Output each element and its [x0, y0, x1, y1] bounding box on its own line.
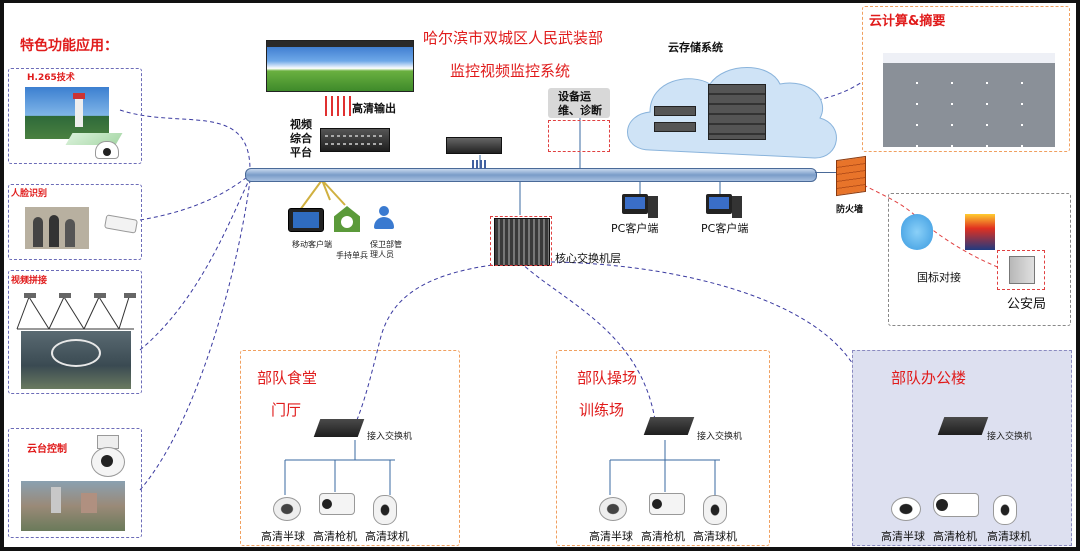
cloud-computing-panel: 云计算&摘要 [862, 6, 1070, 152]
pc-client-2-tower [732, 196, 742, 218]
link-h265 [119, 109, 251, 171]
traffic-snapshot-grid [883, 63, 1055, 147]
storage-unit-2 [654, 122, 696, 132]
maintenance-label: 设备运 维、诊断 [558, 90, 602, 117]
pc-client-2-label: PC客户端 [701, 222, 749, 235]
site1-ptz-camera-icon [373, 495, 397, 525]
link-site2 [519, 261, 656, 421]
hd-output-cables [325, 96, 351, 116]
link-stitch [139, 177, 251, 351]
firewall-icon [836, 155, 866, 197]
security-staff-label: 保卫部管 理人员 [370, 240, 402, 259]
system-title-line1: 哈尔滨市双城区人民武装部 [423, 29, 604, 47]
site3-dome-camera-icon [891, 497, 921, 521]
video-platform-server [320, 128, 390, 152]
gb-interface-label: 国标对接 [917, 271, 961, 284]
mobile-tablet-icon [288, 208, 324, 232]
pc-client-1-tower [648, 196, 658, 218]
police-officers-image [965, 214, 995, 250]
site-playground-title: 部队操场 [577, 369, 638, 387]
site2-ptz-camera-icon [703, 495, 727, 525]
ptz-camera-icon [91, 435, 125, 477]
feature-face-panel: 人脸识别 [8, 184, 142, 260]
police-building-icon [1009, 256, 1035, 284]
core-switch-label: 核心交换机层 [555, 252, 621, 265]
link-ptz [139, 179, 251, 491]
dome-camera-icon [95, 141, 119, 159]
site3-cam-2-label: 高清枪机 [933, 530, 977, 543]
stitched-panorama-image [21, 331, 131, 389]
site-office-panel: 部队办公楼 接入交换机 高清半球 高清枪机 高清球机 [852, 350, 1072, 546]
access-switch-2-label: 接入交换机 [697, 432, 743, 442]
decoder-device [446, 137, 502, 154]
core-switch-frame [490, 216, 552, 266]
access-switch-1-icon [313, 419, 365, 437]
site1-dome-camera-icon [273, 497, 301, 521]
pc-client-1-label: PC客户端 [611, 222, 659, 235]
site-canteen-panel: 部队食堂 门厅 接入交换机 高清半球 高清枪机 高清球机 [240, 350, 460, 546]
firewall-label: 防火墙 [836, 205, 864, 215]
site2-cam-3-label: 高清球机 [693, 530, 737, 543]
site2-bullet-camera-icon [649, 493, 685, 515]
site-office-title: 部队办公楼 [891, 369, 967, 387]
stitch-cameras-diagram [16, 293, 136, 330]
site2-dome-camera-icon [599, 497, 627, 521]
link-face [139, 174, 251, 221]
ptz-city-view-image [21, 481, 125, 531]
site2-cam-1-label: 高清半球 [589, 530, 633, 543]
mobile-client-label: 移动客户端 [292, 240, 332, 249]
cloud-storage-label: 云存储系统 [668, 41, 723, 54]
video-platform-label: 视频 综合 平台 [290, 118, 312, 159]
site1-cam-3-label: 高清球机 [365, 530, 409, 543]
police-station-frame [997, 250, 1045, 290]
site1-bullet-camera-icon [319, 493, 355, 515]
site3-cam-1-label: 高清半球 [881, 530, 925, 543]
pc-client-2-monitor [706, 194, 732, 214]
handheld-label: 手持单兵 [336, 251, 368, 260]
backbone-ports [472, 160, 486, 169]
storage-rack-icon [708, 84, 766, 140]
backbone-to-firewall [815, 172, 837, 173]
maintenance-badge [548, 88, 610, 118]
site1-cam-2-label: 高清枪机 [313, 530, 357, 543]
face-recognition-image [25, 207, 89, 249]
gb-cloud-icon [901, 214, 933, 250]
site-playground-panel: 部队操场 训练场 接入交换机 高清半球 高清枪机 高清球机 [556, 350, 770, 546]
site2-cam-2-label: 高清枪机 [641, 530, 685, 543]
hd-output-label: 高清输出 [352, 102, 396, 115]
link-site1 [354, 261, 521, 426]
feature-h265-label: H.265技术 [27, 73, 75, 83]
feature-stitch-panel: 视频拼接 [8, 270, 142, 394]
site3-cam-3-label: 高清球机 [987, 530, 1031, 543]
cloud-computing-title: 云计算&摘要 [869, 14, 946, 29]
features-heading: 特色功能应用： [20, 38, 118, 54]
storage-unit-1 [654, 106, 696, 116]
access-switch-1-label: 接入交换机 [367, 432, 413, 442]
pc-client-1-monitor [622, 194, 648, 214]
site-canteen-title: 部队食堂 [257, 369, 318, 387]
security-staff-icon [374, 206, 394, 230]
site3-bullet-camera-icon [933, 493, 979, 517]
site3-ptz-camera-icon [993, 495, 1017, 525]
feature-face-label: 人脸识别 [11, 189, 48, 199]
feature-ptz-panel: 云台控制 [8, 428, 142, 538]
site-canteen-subtitle: 门厅 [271, 401, 302, 419]
site-playground-subtitle: 训练场 [579, 401, 625, 419]
access-switch-2-icon [643, 417, 695, 435]
maintenance-box [548, 120, 610, 152]
access-switch-3-icon [937, 417, 989, 435]
lighthouse-image [25, 87, 109, 139]
feature-ptz-label: 云台控制 [27, 444, 67, 455]
site1-cam-1-label: 高清半球 [261, 530, 305, 543]
video-wall-display [266, 40, 414, 92]
access-switch-3-label: 接入交换机 [987, 432, 1033, 442]
network-backbone [245, 168, 817, 182]
external-panel: 国标对接 公安局 [888, 193, 1071, 326]
police-station-label: 公安局 [1007, 297, 1047, 312]
system-title-line2: 监控视频监控系统 [450, 62, 571, 80]
feature-h265-panel: H.265技术 [8, 68, 142, 164]
feature-stitch-label: 视频拼接 [11, 276, 48, 286]
